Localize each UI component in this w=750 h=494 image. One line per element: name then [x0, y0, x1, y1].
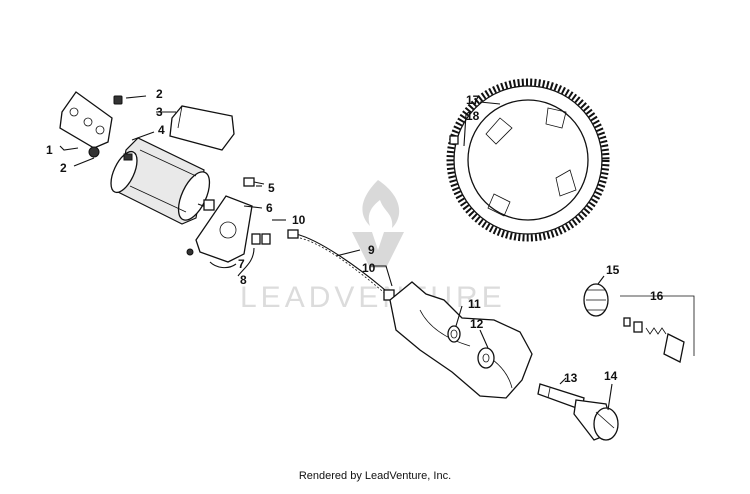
watermark-flame-icon — [362, 180, 400, 228]
callout-8: 8 — [240, 273, 247, 287]
leadventure-watermark: LEADVENTURE — [240, 180, 506, 314]
callout-12: 12 — [470, 317, 484, 331]
part-4-starter-motor — [110, 137, 215, 225]
callout-16: 16 — [650, 289, 664, 303]
callout-1: 1 — [46, 143, 53, 157]
callout-5: 5 — [268, 181, 275, 195]
callout-15: 15 — [606, 263, 620, 277]
part-7-nut — [251, 233, 261, 245]
callout-10-bottom: 10 — [362, 261, 376, 275]
part-2-nut — [88, 146, 100, 158]
callout-2-bottom: 2 — [60, 161, 67, 175]
callout-13: 13 — [564, 371, 578, 385]
part-14-starter-drive — [573, 399, 619, 441]
part-11-washer — [447, 325, 461, 343]
callout-labels: 1 2 2 3 4 5 6 7 8 9 10 10 11 12 13 14 15… — [46, 87, 664, 385]
part-9-starter-cable — [287, 229, 395, 301]
watermark-text: LEADVENTURE — [240, 281, 506, 314]
callout-7: 7 — [238, 257, 245, 271]
part-8-washer — [261, 233, 271, 245]
callout-4: 4 — [158, 123, 165, 137]
part-2-bolt — [113, 95, 123, 105]
watermark-chevron-icon — [352, 232, 404, 268]
leader-lines — [59, 95, 695, 411]
part-16-spring-assembly — [623, 317, 685, 363]
callout-2-top: 2 — [156, 87, 163, 101]
part-15-pinion — [583, 283, 609, 317]
part-3-heat-shield — [169, 105, 235, 151]
callout-14: 14 — [604, 369, 618, 383]
callout-9: 9 — [368, 243, 375, 257]
part-12-gear — [477, 347, 495, 369]
callout-17: 17 — [466, 93, 480, 107]
part-5-bolt — [243, 177, 265, 187]
part-6-support-bracket — [186, 195, 253, 263]
part-18-bolt — [449, 135, 459, 145]
callout-11: 11 — [468, 297, 481, 311]
callout-10-top: 10 — [292, 213, 306, 227]
footer-credit: Rendered by LeadVenture, Inc. — [298, 470, 452, 482]
callout-18: 18 — [466, 109, 480, 123]
callout-6: 6 — [266, 201, 273, 215]
engine-case — [389, 281, 533, 399]
part-17-ring-gear — [446, 78, 610, 242]
part-1-bracket — [59, 91, 113, 149]
callout-3: 3 — [156, 105, 163, 119]
